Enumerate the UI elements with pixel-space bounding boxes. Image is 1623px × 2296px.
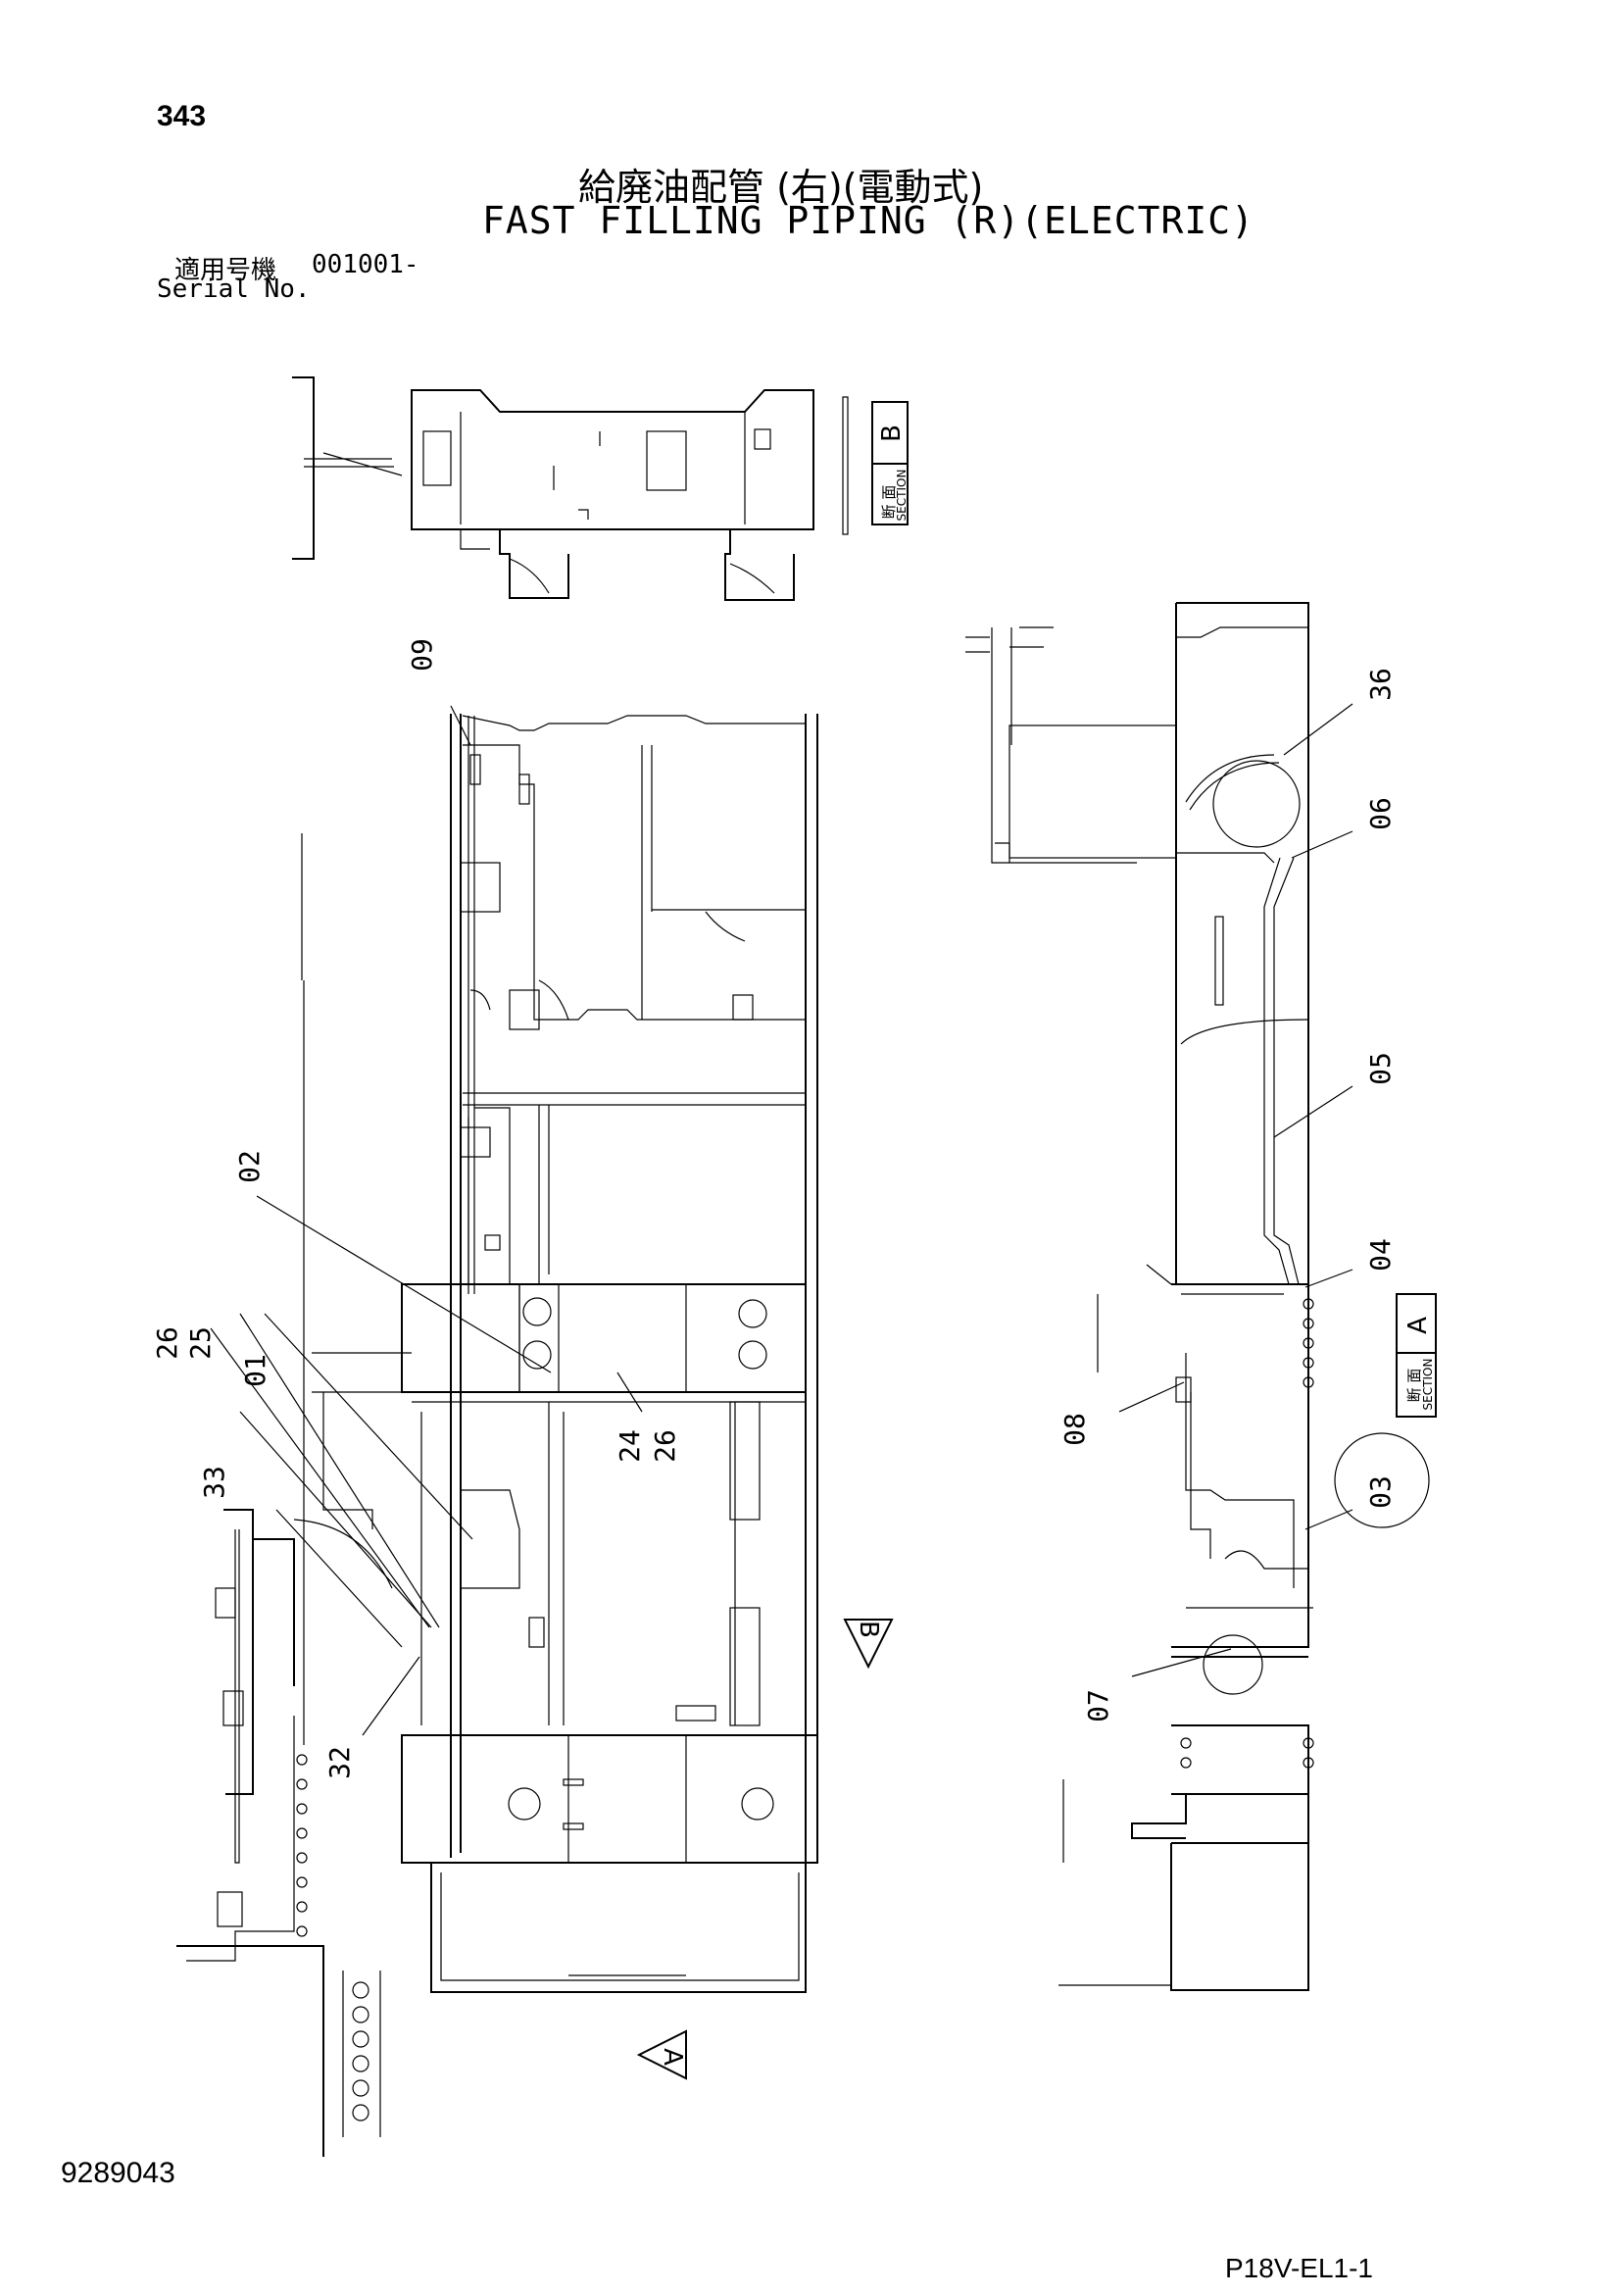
- main-plan-view: [176, 714, 818, 2157]
- callout-08: 08: [1058, 1413, 1091, 1446]
- svg-text:SECTION: SECTION: [895, 470, 909, 522]
- svg-text:A: A: [1403, 1317, 1433, 1334]
- view-arrow-b: B: [843, 1619, 894, 1670]
- callout-32: 32: [323, 1746, 356, 1779]
- svg-text:B: B: [877, 424, 907, 442]
- document-number: 9289043: [61, 2157, 175, 2189]
- callout-07: 07: [1082, 1689, 1114, 1722]
- callout-02: 02: [233, 1150, 266, 1183]
- leader-lines: [210, 703, 1353, 1736]
- callout-26: 26: [649, 1429, 681, 1463]
- callout-06: 06: [1364, 797, 1397, 830]
- section-b-label: 断 面 SECTION B: [871, 401, 909, 525]
- sheet-code: P18V-EL1-1: [1225, 2253, 1373, 2283]
- callout-04: 04: [1364, 1238, 1397, 1272]
- section-b-view: [292, 376, 849, 601]
- callout-numbers: 09 02 26 25 01 33 32 24 26 36 06 05 04 0…: [151, 638, 1397, 1779]
- callout-24: 24: [614, 1429, 646, 1463]
- svg-text:A: A: [658, 2048, 687, 2066]
- callout-03: 03: [1364, 1475, 1397, 1509]
- page-number: 343: [157, 100, 207, 132]
- callout-05: 05: [1364, 1052, 1397, 1085]
- title-japanese: 給廃油配管 (右)(電動式): [578, 166, 984, 209]
- section-a-view: [965, 602, 1430, 1991]
- title-english: FAST FILLING PIPING (R)(ELECTRIC): [482, 199, 1254, 242]
- svg-text:断 面: 断 面: [1405, 1369, 1423, 1403]
- svg-text:SECTION: SECTION: [1421, 1359, 1435, 1411]
- callout-25: 25: [184, 1326, 217, 1360]
- section-a-label: 断 面 SECTION A: [1396, 1293, 1437, 1418]
- svg-text:断 面: 断 面: [880, 485, 898, 520]
- serial-label-english: Serial No.: [157, 275, 311, 304]
- serial-value: 001001-: [312, 250, 419, 279]
- callout-09: 09: [406, 638, 438, 672]
- callout-01: 01: [239, 1354, 271, 1387]
- callout-36: 36: [1364, 668, 1397, 701]
- svg-text:B: B: [854, 1621, 883, 1638]
- view-arrow-a: A: [636, 2029, 687, 2080]
- callout-33: 33: [198, 1466, 230, 1499]
- callout-26: 26: [151, 1326, 183, 1360]
- serial-label-japanese: 適用号機: [174, 256, 277, 285]
